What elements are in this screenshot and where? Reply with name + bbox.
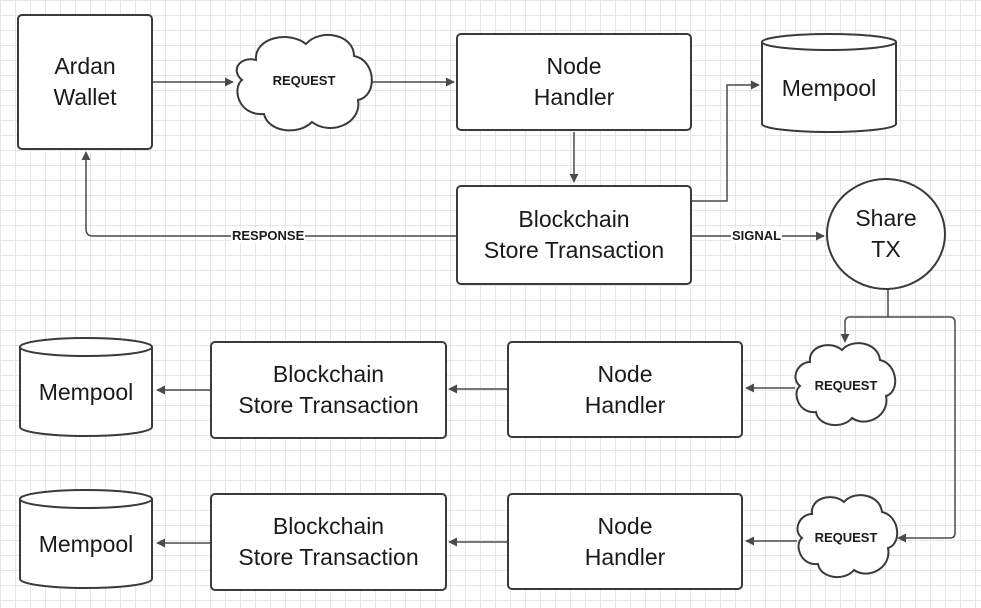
edge-response — [81, 151, 456, 237]
edge-share-to-request-2 — [840, 290, 889, 343]
request-label-2: REQUEST — [814, 377, 878, 393]
blockchain-box-3: Blockchain Store Transaction — [210, 493, 447, 591]
mempool-cylinder-2 — [19, 337, 153, 437]
mempool-cylinder-1 — [761, 33, 897, 133]
edge-blockchain-to-mempool — [692, 80, 760, 202]
request-label-1: REQUEST — [272, 72, 336, 88]
node-handler-2-label-line2: Handler — [584, 391, 666, 418]
request-cloud-3 — [796, 494, 898, 579]
node-handler-2-label-line1: Node — [597, 360, 653, 387]
blockchain-3-label-line1: Blockchain — [272, 513, 385, 539]
ardan-wallet-box: Ardan Wallet — [17, 14, 153, 150]
blockchain-2-label-line2: Store Transaction — [238, 392, 419, 418]
node-handler-1-label-line2: Handler — [533, 84, 615, 110]
node-handler-box-2: Node Handler — [507, 341, 743, 438]
node-handler-box-3: Node Handler — [507, 493, 743, 590]
share-tx-label-line1: Share — [855, 205, 917, 231]
ardan-wallet-label-line1: Ardan — [54, 53, 116, 79]
ardan-wallet-label-line2: Wallet — [53, 84, 117, 110]
blockchain-box-2: Blockchain Store Transaction — [210, 341, 447, 439]
node-handler-box-1: Node Handler — [456, 33, 692, 131]
share-tx-circle: Share TX — [826, 178, 946, 290]
node-handler-3-label-line2: Handler — [584, 543, 666, 570]
request-cloud-1 — [235, 34, 373, 132]
node-handler-1-label-line1: Node — [546, 53, 602, 79]
mempool-label-1: Mempool — [781, 74, 877, 101]
mempool-cylinder-3 — [19, 489, 153, 589]
blockchain-2-label-line1: Blockchain — [272, 361, 385, 387]
request-cloud-2 — [794, 342, 896, 427]
node-handler-3-label-line1: Node — [597, 512, 653, 539]
blockchain-1-label-line2: Store Transaction — [483, 237, 665, 263]
blockchain-1-label-line1: Blockchain — [518, 206, 630, 232]
share-tx-label-line2: TX — [871, 236, 901, 262]
signal-edge-label: SIGNAL — [731, 228, 783, 243]
edge-share-to-request-3 — [888, 316, 956, 543]
blockchain-3-label-line2: Store Transaction — [238, 544, 419, 570]
mempool-label-2: Mempool — [38, 378, 134, 405]
mempool-label-3: Mempool — [38, 530, 134, 557]
blockchain-box-1: Blockchain Store Transaction — [456, 185, 692, 285]
response-edge-label: RESPONSE — [231, 228, 306, 243]
request-label-3: REQUEST — [814, 529, 878, 545]
